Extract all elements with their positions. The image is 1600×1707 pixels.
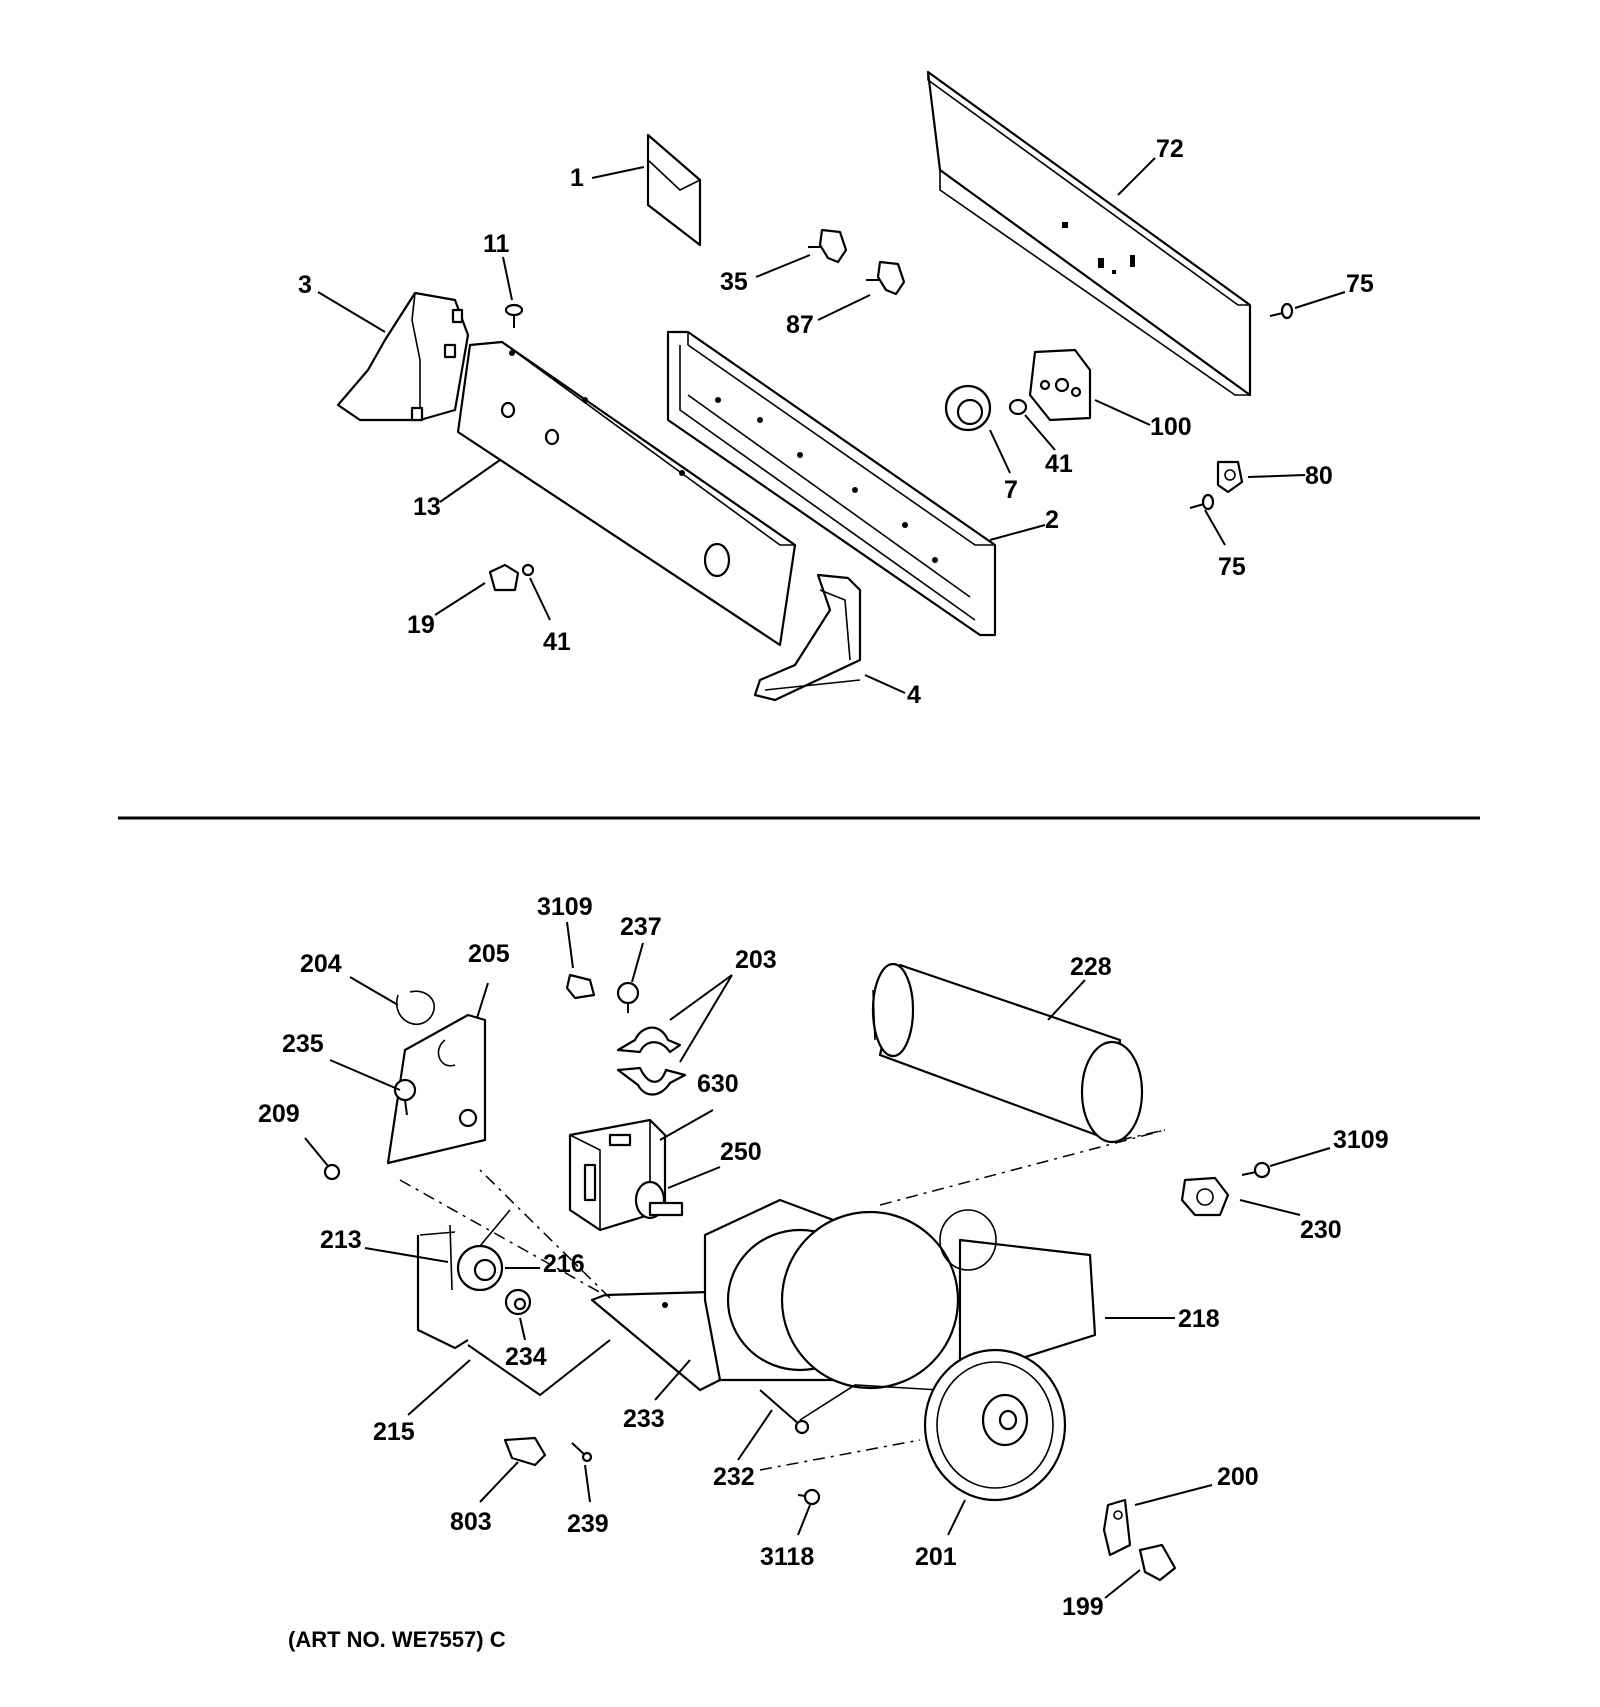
callout-3109-upper: 3109 xyxy=(537,893,593,921)
top-leader-lines xyxy=(317,157,1346,694)
callout-209: 209 xyxy=(258,1100,300,1128)
callout-80: 80 xyxy=(1305,462,1333,490)
bottom-section: 3109 237 203 228 204 205 235 630 209 250… xyxy=(258,893,1389,1652)
callout-41-upper: 41 xyxy=(1045,450,1073,478)
callout-215: 215 xyxy=(373,1418,415,1446)
callout-235: 235 xyxy=(282,1030,324,1058)
callout-11: 11 xyxy=(483,230,510,258)
part-228-duct xyxy=(871,962,1166,1206)
callout-2: 2 xyxy=(1045,506,1059,534)
part-3109-screw-upper xyxy=(565,973,596,1000)
callout-200: 200 xyxy=(1217,1463,1259,1491)
art-number: (ART NO. WE7557) C xyxy=(288,1627,506,1652)
part-72-rear-panel xyxy=(926,70,1252,397)
part-35-clip xyxy=(808,228,848,264)
part-234-nut xyxy=(504,1288,532,1316)
part-199-plug xyxy=(1138,1543,1177,1582)
callout-75-lower: 75 xyxy=(1218,553,1246,581)
part-75-screw-upper xyxy=(1269,302,1294,320)
part-216-pulley xyxy=(456,1209,511,1292)
callout-199: 199 xyxy=(1062,1593,1104,1621)
part-3118-screw xyxy=(797,1488,821,1506)
callout-218: 218 xyxy=(1178,1305,1220,1333)
callout-204: 204 xyxy=(300,950,342,978)
part-75-screw-lower xyxy=(1189,493,1215,511)
callout-3109-right: 3109 xyxy=(1333,1126,1389,1154)
part-213-idler-arm xyxy=(416,1224,469,1350)
top-section: 1 72 11 3 35 87 75 100 41 7 80 13 2 75 1… xyxy=(298,70,1374,709)
part-235-screw xyxy=(393,1078,417,1116)
callout-7: 7 xyxy=(1004,476,1018,504)
callout-1: 1 xyxy=(570,164,584,192)
part-100-switch xyxy=(1028,348,1092,422)
callout-87: 87 xyxy=(786,311,814,339)
part-233-base xyxy=(590,1290,722,1392)
callout-630: 630 xyxy=(697,1070,739,1098)
callout-232: 232 xyxy=(713,1463,755,1491)
part-4-end-cap-right xyxy=(753,573,862,702)
callout-100: 100 xyxy=(1150,413,1192,441)
part-215-spring xyxy=(467,1339,611,1397)
part-203-clip-lower xyxy=(616,1066,687,1096)
part-41-bushing-lower xyxy=(521,563,535,577)
callout-35: 35 xyxy=(720,268,748,296)
callout-4: 4 xyxy=(907,681,921,709)
part-250-shaft xyxy=(634,1180,684,1220)
part-80-clip xyxy=(1216,460,1244,494)
callout-233: 233 xyxy=(623,1405,665,1433)
part-232-bolt xyxy=(759,1389,810,1435)
part-41-bushing-upper xyxy=(1008,398,1028,416)
top-callouts: 1 72 11 3 35 87 75 100 41 7 80 13 2 75 1… xyxy=(298,135,1374,709)
callout-216: 216 xyxy=(543,1250,585,1278)
callout-239: 239 xyxy=(567,1510,609,1538)
callout-41-lower: 41 xyxy=(543,628,571,656)
callout-213: 213 xyxy=(320,1226,362,1254)
callout-228: 228 xyxy=(1070,953,1112,981)
part-204-clamp xyxy=(395,990,435,1026)
part-203-clip-upper xyxy=(616,1026,682,1054)
callout-3118: 3118 xyxy=(760,1543,814,1571)
bottom-leader-lines xyxy=(304,921,1331,1599)
part-13-control-panel xyxy=(456,340,797,647)
part-201-blower-wheel xyxy=(923,1348,1067,1502)
callout-3: 3 xyxy=(298,271,312,299)
part-19-lens xyxy=(488,563,520,592)
part-7-knob xyxy=(944,384,992,432)
part-87-clip xyxy=(866,260,906,296)
part-803-clip xyxy=(503,1436,547,1467)
bottom-callouts: 3109 237 203 228 204 205 235 630 209 250… xyxy=(258,893,1389,1621)
part-3109-screw-right xyxy=(1241,1161,1271,1179)
callout-237: 237 xyxy=(620,913,662,941)
callout-803: 803 xyxy=(450,1508,492,1536)
part-200-bracket xyxy=(1102,1498,1132,1557)
callout-19: 19 xyxy=(407,611,435,639)
part-230-thermostat xyxy=(1180,1176,1230,1217)
callout-203: 203 xyxy=(735,946,777,974)
part-1-envelope xyxy=(646,133,702,247)
callout-201: 201 xyxy=(915,1543,957,1571)
part-237-screw xyxy=(616,981,640,1013)
callout-13: 13 xyxy=(413,493,441,521)
callout-72: 72 xyxy=(1156,135,1184,163)
part-218-blower-housing xyxy=(399,1169,1097,1471)
callout-234: 234 xyxy=(505,1343,547,1371)
callout-230: 230 xyxy=(1300,1216,1342,1244)
part-209-nut xyxy=(323,1163,341,1181)
callout-75-upper: 75 xyxy=(1346,270,1374,298)
callout-205: 205 xyxy=(468,940,510,968)
part-2-panel-frame xyxy=(666,330,997,637)
part-239-screw xyxy=(571,1442,593,1463)
callout-250: 250 xyxy=(720,1138,762,1166)
part-11-screw xyxy=(504,303,524,328)
part-3-end-cap-left xyxy=(336,291,470,422)
